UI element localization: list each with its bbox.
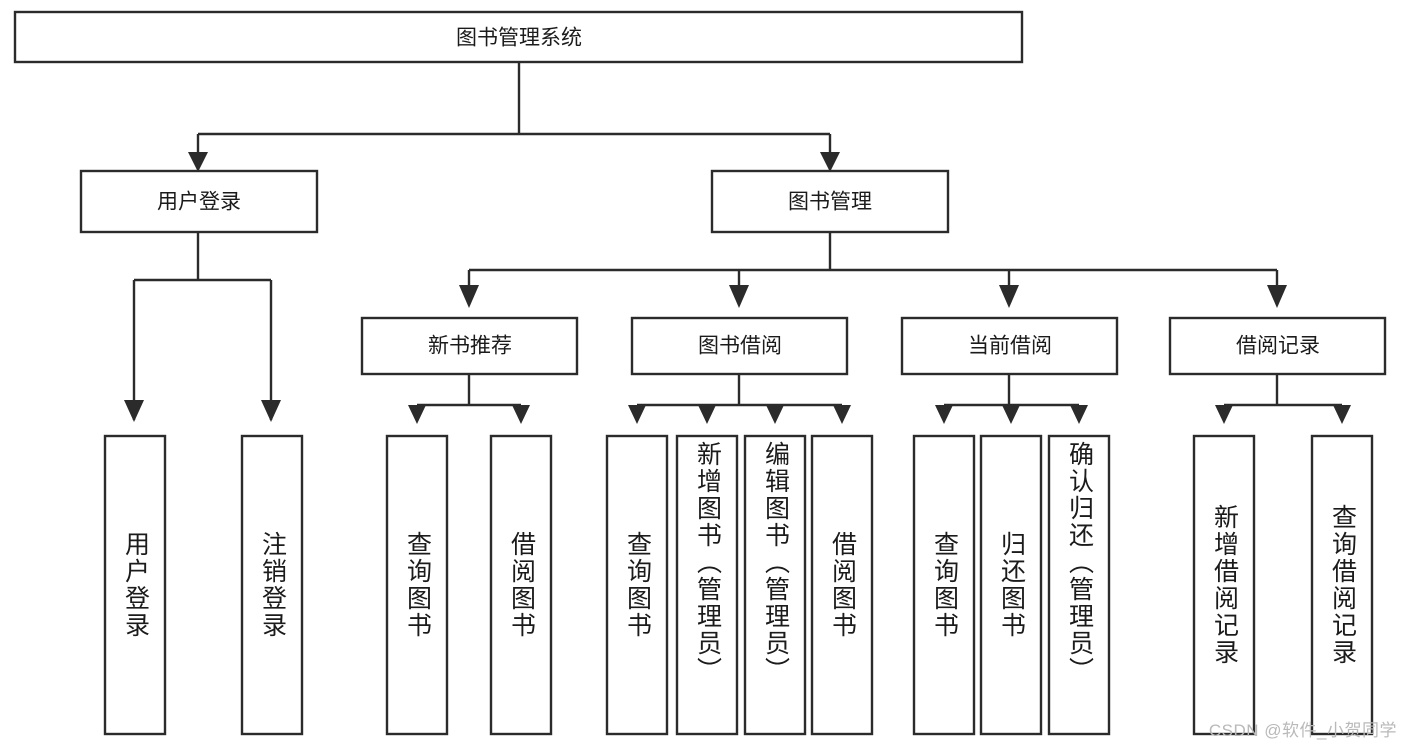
node-leaf-query-record-box[interactable] [1310,434,1374,736]
arrowhead-leaf-borrow-book-2 [833,405,851,424]
node-leaf-add-record-box[interactable] [1192,434,1256,736]
node-new-book-recommend-box[interactable] [360,316,579,376]
arrowhead-leaf-return-book [1002,405,1020,424]
node-new-book-recommend-label: 新书推荐 [428,335,512,358]
watermark: CSDN @软件_小贺同学 [1208,721,1397,740]
node-leaf-edit-book-box[interactable] [743,434,807,736]
node-current-borrow[interactable]: 当前借阅 [900,316,1119,376]
arrowhead-leaf-query-book-3 [935,405,953,424]
node-leaf-query-book-3-box[interactable] [912,434,976,736]
node-leaf-add-book-box[interactable] [675,434,739,736]
arrow-heads [124,152,1351,424]
arrowhead-borrow-record [1267,285,1287,308]
arrowhead-new-book-recommend [459,285,479,308]
arrowhead-book-borrow [729,285,749,308]
node-user-login-box[interactable] [79,169,319,234]
node-book-management-box[interactable] [710,169,950,234]
arrowhead-leaf-borrow-book-1 [512,405,530,424]
node-leaf-borrow-book-2-box[interactable] [810,434,874,736]
arrowhead-leaf-edit-book [766,405,784,424]
arrowhead-leaf-query-book-2 [628,405,646,424]
arrowhead-leaf-add-book [698,405,716,424]
arrowhead-leaf-query-book-1 [408,405,426,424]
node-book-borrow-box[interactable] [630,316,849,376]
arrowhead-leaf-query-record [1333,405,1351,424]
node-borrow-record-label: 借阅记录 [1236,335,1320,358]
node-current-borrow-label: 当前借阅 [968,335,1052,358]
node-current-borrow-box[interactable] [900,316,1119,376]
leaf-boxes [103,434,1374,736]
arrowhead-leaf-confirm-return [1070,405,1088,424]
node-new-book-recommend[interactable]: 新书推荐 [360,316,579,376]
arrowhead-leaf-user-logout [261,400,281,422]
node-root-box[interactable] [13,10,1024,64]
arrowhead-leaf-add-record [1215,405,1233,424]
node-root[interactable]: 图书管理系统 [13,10,1024,64]
node-book-management[interactable]: 图书管理 [710,169,950,234]
node-book-management-label: 图书管理 [788,191,872,214]
node-leaf-return-book-box[interactable] [979,434,1043,736]
node-leaf-confirm-return-box[interactable] [1047,434,1111,736]
node-root-label: 图书管理系统 [456,27,582,50]
arrowhead-book-management [820,152,840,172]
node-book-borrow[interactable]: 图书借阅 [630,316,849,376]
node-leaf-user-login-box[interactable] [103,434,167,736]
arrowhead-user-login [188,152,208,172]
node-user-login[interactable]: 用户登录 [79,169,319,234]
node-leaf-user-logout-box[interactable] [240,434,304,736]
node-leaf-query-book-1-box[interactable] [385,434,449,736]
node-leaf-query-book-2-box[interactable] [605,434,669,736]
node-borrow-record-box[interactable] [1168,316,1387,376]
arrowhead-leaf-user-login [124,400,144,422]
node-leaf-borrow-book-1-box[interactable] [489,434,553,736]
node-user-login-label: 用户登录 [157,191,241,214]
arrowhead-current-borrow [999,285,1019,308]
node-book-borrow-label: 图书借阅 [698,335,782,358]
node-borrow-record[interactable]: 借阅记录 [1168,316,1387,376]
